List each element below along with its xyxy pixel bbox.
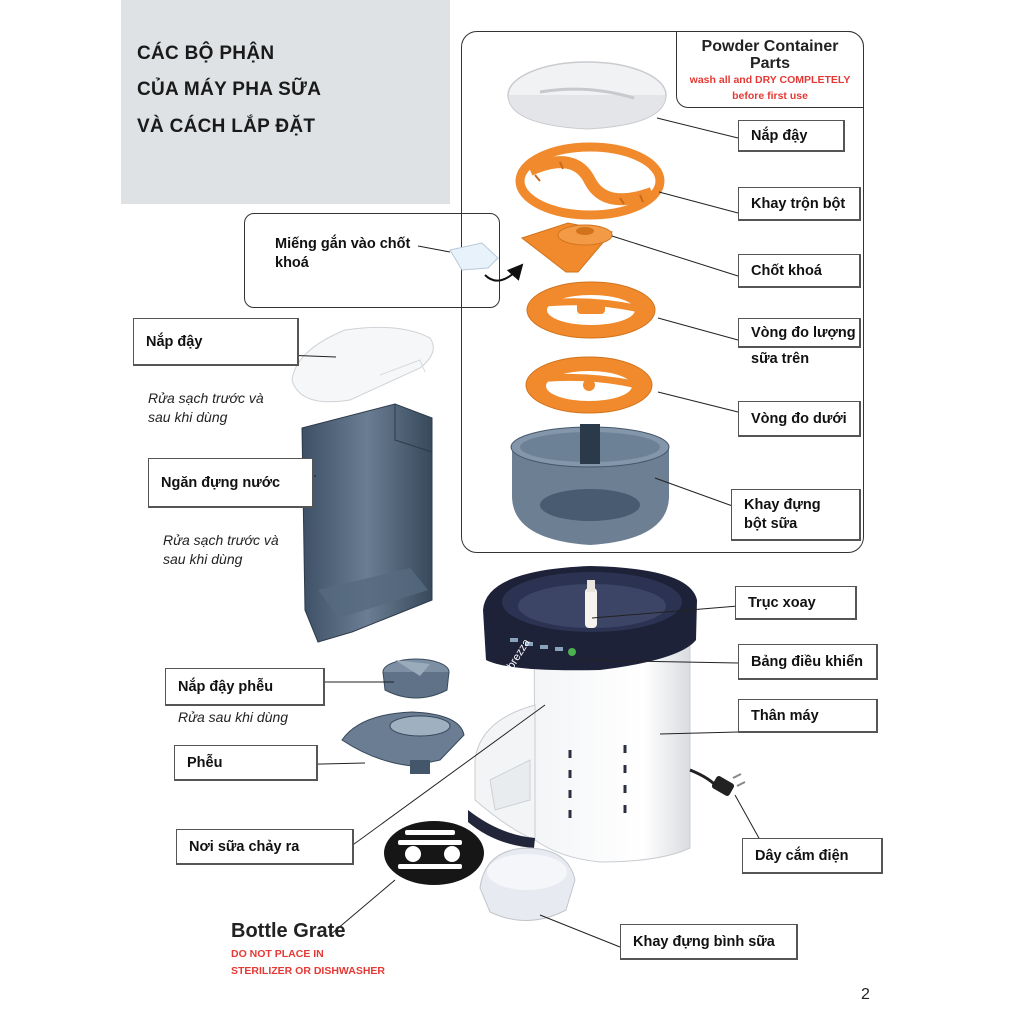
label-power-cord: Dây cắm điện — [742, 838, 883, 874]
label-water-tank: Ngăn đựng nước — [148, 458, 314, 508]
note-water-tank: Rửa sạch trước và sau khi dùng — [163, 531, 279, 569]
mixing-tray-icon — [515, 142, 665, 220]
note-water-tank-2: sau khi dùng — [163, 551, 243, 567]
label-bottle-tray: Khay đựng bình sữa — [620, 924, 798, 960]
title-background — [121, 0, 450, 204]
title-line-3: VÀ CÁCH LẮP ĐẶT — [137, 116, 316, 137]
label-upper-ring-2: sữa trên — [751, 351, 810, 367]
power-plug-icon — [689, 768, 746, 796]
label-latch-piece-1: Miếng gắn vào chốt — [275, 236, 411, 252]
bottle-tray-icon — [479, 847, 576, 921]
label-latch-piece-2: khoá — [275, 255, 309, 271]
label-lock-pin: Chốt khoá — [738, 254, 861, 288]
latch-piece-icon — [449, 242, 499, 271]
water-tank-icon — [301, 403, 433, 643]
label-control-panel: Bảng điều khiển — [738, 644, 878, 680]
label-mixing-tray: Khay trộn bột — [738, 187, 861, 221]
bottle-grate-note-1: DO NOT PLACE IN — [231, 948, 324, 960]
upper-ring-icon — [526, 281, 656, 339]
label-tank-lid: Nắp đậy — [133, 318, 299, 366]
powder-container-note-2: before first use — [732, 90, 808, 102]
label-shaft: Trục xoay — [735, 586, 857, 620]
funnel-icon — [341, 711, 465, 774]
label-upper-ring-1: Vòng đo lượng — [738, 318, 861, 348]
note-tank-lid: Rửa sạch trước và sau khi dùng — [148, 389, 264, 427]
lower-ring-icon — [525, 356, 653, 414]
label-lid: Nắp đậy — [738, 120, 845, 152]
label-funnel-lid: Nắp đậy phễu — [165, 668, 325, 706]
note-water-tank-1: Rửa sạch trước và — [163, 532, 279, 548]
powder-container-note-1: wash all and DRY COMPLETELY — [689, 74, 851, 86]
note-tank-lid-2: sau khi dùng — [148, 409, 228, 425]
label-milk-outlet: Nơi sữa chảy ra — [176, 829, 354, 865]
powder-container-title-1: Powder Container — [701, 38, 839, 55]
label-powder-tray: Khay đựng bột sữa — [731, 489, 861, 541]
bottle-grate-note-2: STERILIZER OR DISHWASHER — [231, 965, 386, 977]
label-funnel: Phễu — [174, 745, 318, 781]
page-number: 2 — [861, 986, 870, 1003]
powder-container-title-2: Parts — [749, 55, 791, 72]
latch-curve-arrow — [484, 263, 524, 282]
powder-container-panel — [461, 31, 864, 553]
label-lower-ring: Vòng đo dưới — [738, 401, 861, 437]
powder-lid-icon — [507, 61, 667, 130]
title-line-1: CÁC BỘ PHẬN — [137, 43, 275, 64]
tank-lid-icon — [291, 326, 434, 403]
label-latch-piece: Miếng gắn vào chốt khoá — [275, 235, 410, 273]
title-line-2: CỦA MÁY PHA SỮA — [137, 79, 322, 100]
funnel-lid-icon — [382, 658, 450, 699]
powder-container-header: Powder Container Parts wash all and DRY … — [676, 31, 864, 108]
label-powder-tray-1: Khay đựng — [744, 496, 821, 513]
machine-top-icon — [483, 566, 697, 671]
label-powder-tray-2: bột sữa — [744, 515, 798, 532]
note-tank-lid-1: Rửa sạch trước và — [148, 390, 264, 406]
label-body: Thân máy — [738, 699, 878, 733]
lock-pin-icon — [520, 222, 613, 273]
bottle-grate-title: Bottle Grate — [231, 920, 346, 942]
bottle-grate-icon — [384, 821, 484, 885]
note-funnel-lid: Rửa sau khi dùng — [178, 709, 289, 725]
latch-piece-box — [244, 213, 500, 308]
powder-tray-icon — [510, 424, 670, 545]
